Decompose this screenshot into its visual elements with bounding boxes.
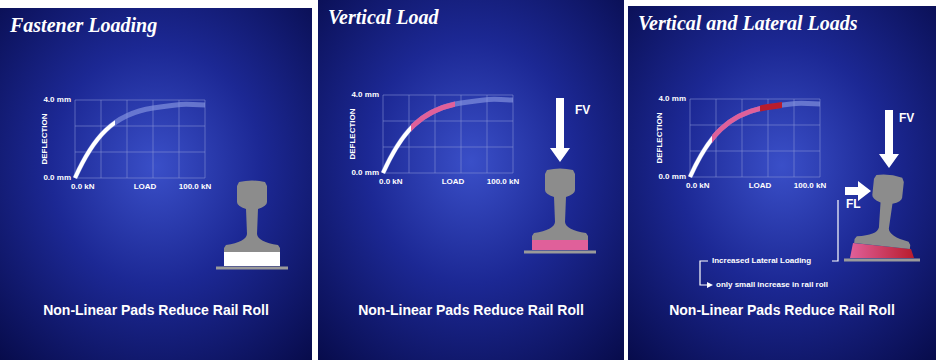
axis-title: LOAD — [749, 182, 772, 190]
panel-title: Vertical Load — [328, 6, 614, 29]
panel: Vertical LoadNon-Linear Pads Reduce Rail… — [318, 0, 624, 360]
axis-title: DEFLECTION — [656, 112, 664, 163]
force-label: FV — [899, 112, 914, 124]
force-label: FV — [575, 104, 590, 116]
panel: Vertical and Lateral LoadsNon-Linear Pad… — [628, 6, 936, 360]
axis-value: 4.0 mm — [43, 96, 71, 104]
axis-value: 100.0 kN — [487, 178, 519, 186]
axis-title: LOAD — [134, 183, 157, 191]
axis-value: 0.0 mm — [43, 174, 71, 182]
annotation: Increased Lateral Loading — [712, 257, 811, 265]
axis-value: 0.0 kN — [71, 183, 95, 191]
axis-value: 0.0 mm — [351, 169, 379, 177]
axis-value: 0.0 mm — [658, 173, 686, 181]
panel-caption: Non-Linear Pads Reduce Rail Roll — [10, 302, 302, 318]
axis-value: 4.0 mm — [351, 91, 379, 99]
panel-title: Fastener Loading — [10, 14, 302, 37]
axis-title: DEFLECTION — [41, 113, 49, 164]
annotation: only small increase in rail roll — [716, 281, 828, 289]
panel-caption: Non-Linear Pads Reduce Rail Roll — [328, 302, 614, 318]
axis-value: 0.0 kN — [686, 182, 710, 190]
panel-title: Vertical and Lateral Loads — [638, 12, 926, 35]
panel-caption: Non-Linear Pads Reduce Rail Roll — [638, 302, 926, 318]
axis-title: LOAD — [442, 178, 465, 186]
axis-value: 4.0 mm — [658, 95, 686, 103]
axis-value: 100.0 kN — [179, 183, 211, 191]
axis-value: 0.0 kN — [379, 178, 403, 186]
force-label: FL — [846, 198, 861, 210]
axis-title: DEFLECTION — [349, 108, 357, 159]
axis-value: 100.0 kN — [794, 182, 826, 190]
